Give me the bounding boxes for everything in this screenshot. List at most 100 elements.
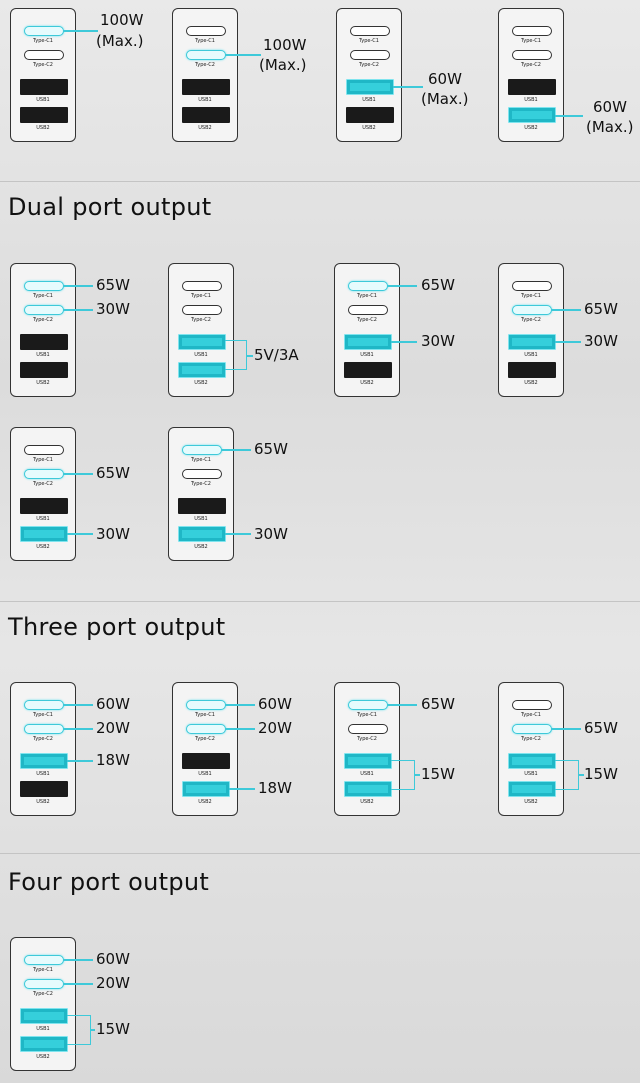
usb2-port [508,362,556,378]
usb1-label: USB1 [194,516,208,522]
type-c1-label: Type-C1 [521,712,541,718]
type-c1-port [186,700,226,710]
type-c2-port [186,724,226,734]
section-divider [0,853,640,854]
power-rating: 65W [421,276,455,294]
power-rating: 60W [96,950,130,968]
power-rating: 60W [593,98,627,116]
section-divider [0,601,640,602]
type-c2-label: Type-C2 [195,62,215,68]
connector-line [91,1029,95,1031]
type-c1-label: Type-C1 [191,293,211,299]
type-c2-port [182,305,222,315]
connector-line [555,115,583,117]
usb2-label: USB2 [524,380,538,386]
type-c2-port [348,305,388,315]
charger-diagram: Type-C1 Type-C2 USB1 USB2 [10,682,76,816]
power-rating: 30W [584,332,618,350]
connector-line [225,704,255,706]
type-c1-port [186,26,226,36]
type-c2-label: Type-C2 [359,62,379,68]
usb2-port [178,362,226,378]
connector-bracket [67,1015,91,1045]
usb2-port [346,107,394,123]
type-c1-port [24,445,64,455]
usb2-label: USB2 [36,544,50,550]
usb2-label: USB2 [360,380,374,386]
connector-line [387,704,417,706]
type-c2-port [24,469,64,479]
usb2-port [508,107,556,123]
connector-line [225,533,251,535]
type-c2-label: Type-C2 [33,62,53,68]
type-c2-port [350,50,390,60]
usb1-port [344,753,392,769]
power-rating: 18W [96,751,130,769]
usb1-port [20,498,68,514]
power-rating: 60W [428,70,462,88]
section-title-four: Four port output [8,868,210,896]
connector-line [225,54,261,56]
usb2-label: USB2 [36,380,50,386]
power-rating: 30W [96,525,130,543]
type-c2-port [186,50,226,60]
usb2-label: USB2 [36,125,50,131]
connector-line [551,309,581,311]
usb1-label: USB1 [36,771,50,777]
connector-bracket [555,760,579,790]
type-c1-label: Type-C1 [357,293,377,299]
type-c2-port [348,724,388,734]
power-rating: 65W [584,300,618,318]
connector-line [63,309,93,311]
power-rating: 65W [96,276,130,294]
power-rating: 15W [584,765,618,783]
charger-diagram: Type-C1 Type-C2 USB1 USB2 [336,8,402,142]
usb1-port [20,79,68,95]
usb2-port [20,526,68,542]
connector-line [67,760,93,762]
usb1-port [20,1008,68,1024]
connector-bracket [225,340,247,370]
type-c1-port [348,700,388,710]
power-rating: 65W [96,464,130,482]
usb1-label: USB1 [524,771,538,777]
usb2-label: USB2 [524,799,538,805]
type-c2-label: Type-C2 [521,736,541,742]
connector-bracket [391,760,415,790]
type-c1-label: Type-C1 [195,38,215,44]
charger-diagram: Type-C1 Type-C2 USB1 USB2 [334,263,400,397]
type-c2-port [24,305,64,315]
power-rating: 30W [96,300,130,318]
usb1-label: USB1 [524,97,538,103]
power-rating: 15W [96,1020,130,1038]
section-divider [0,181,640,182]
usb1-label: USB1 [362,97,376,103]
type-c1-label: Type-C1 [33,712,53,718]
connector-line [225,728,255,730]
usb2-label: USB2 [194,544,208,550]
type-c2-label: Type-C2 [191,317,211,323]
connector-line [63,473,93,475]
connector-line [221,449,251,451]
connector-line [393,86,423,88]
usb2-label: USB2 [524,125,538,131]
type-c1-port [348,281,388,291]
type-c1-label: Type-C1 [33,967,53,973]
usb1-label: USB1 [524,352,538,358]
usb2-port [508,781,556,797]
connector-line [67,533,93,535]
type-c2-label: Type-C2 [191,481,211,487]
usb1-port [508,79,556,95]
type-c2-port [24,724,64,734]
type-c2-label: Type-C2 [33,736,53,742]
usb1-port [20,753,68,769]
type-c2-label: Type-C2 [357,317,377,323]
connector-line [551,728,581,730]
type-c1-label: Type-C1 [191,457,211,463]
connector-line [63,983,93,985]
type-c1-label: Type-C1 [357,712,377,718]
usb2-port [20,107,68,123]
power-rating: 18W [258,779,292,797]
charger-diagram: Type-C1 Type-C2 USB1 USB2 [10,263,76,397]
usb2-port [20,1036,68,1052]
